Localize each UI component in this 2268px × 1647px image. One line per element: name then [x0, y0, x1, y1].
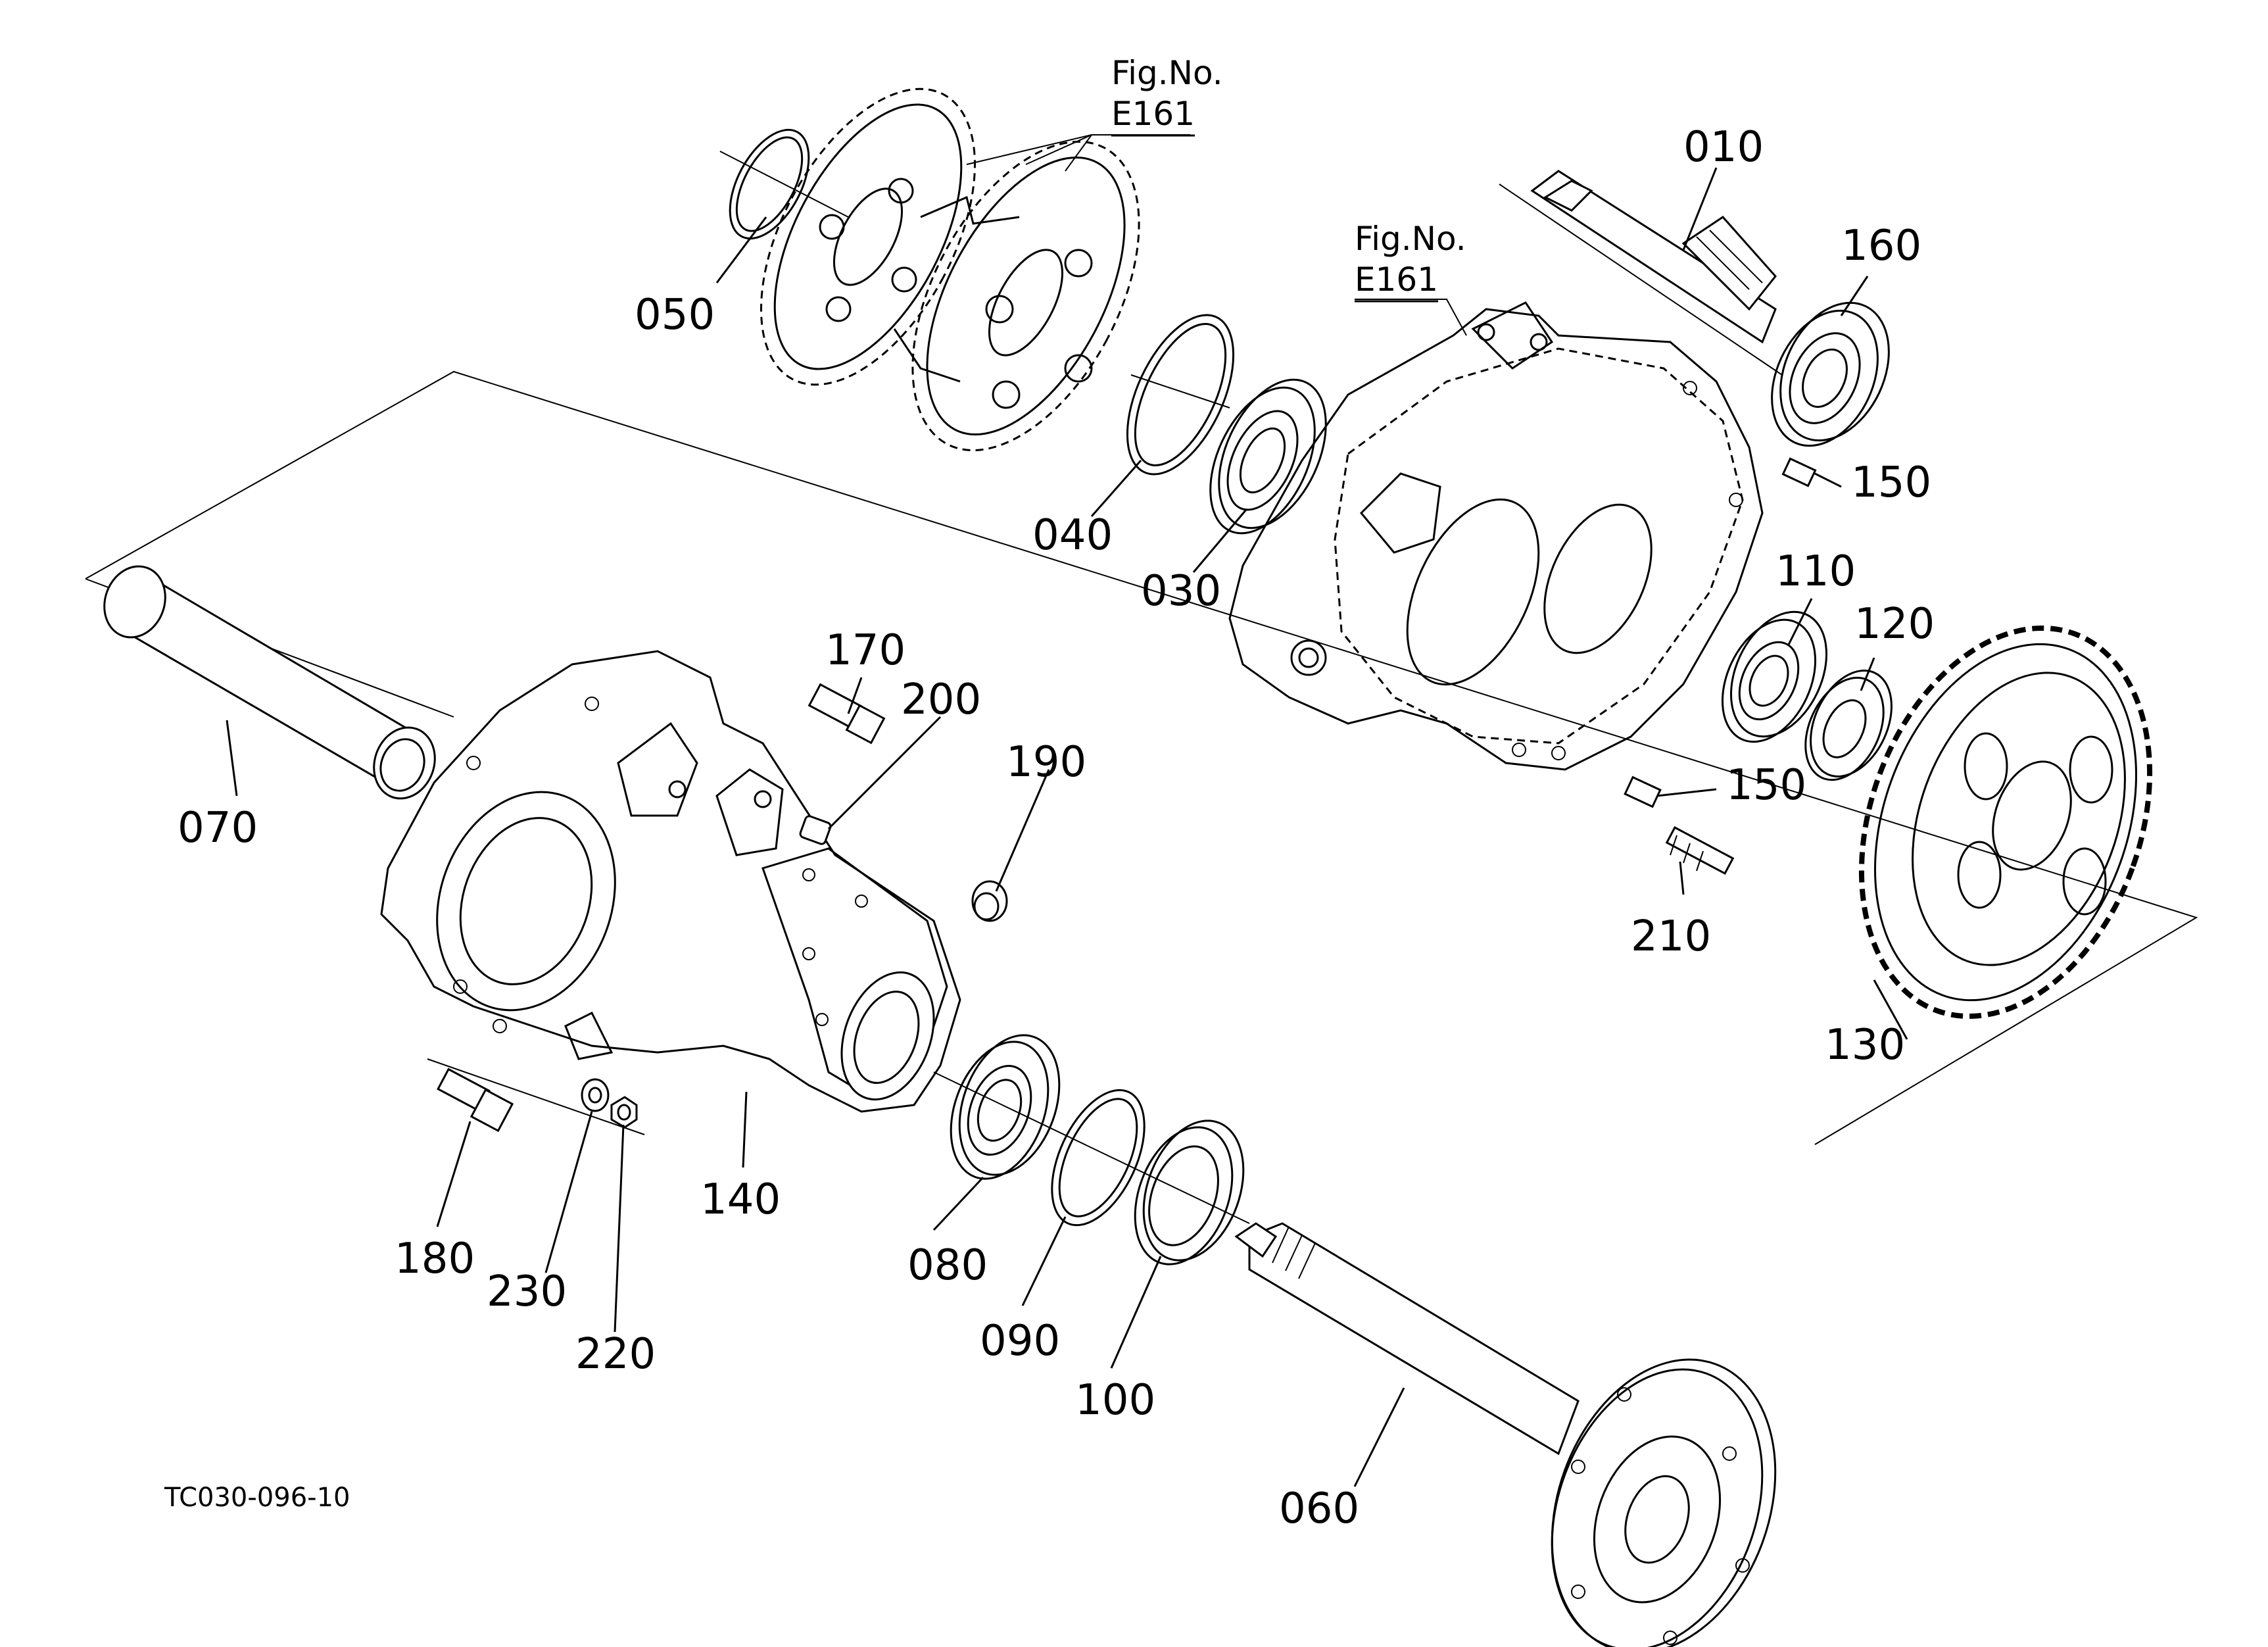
input-shaft-010 [1499, 170, 1783, 376]
part-label-180[interactable]: 180 [395, 1235, 475, 1283]
clutch-plate-rear [760, 87, 976, 386]
part-label-040[interactable]: 040 [1032, 511, 1113, 560]
part-label-150-upper[interactable]: 150 [1851, 458, 1931, 507]
dowel-pin-150-upper [1781, 457, 1817, 487]
fig-ref-2[interactable]: Fig.No. E161 [1355, 220, 1466, 303]
part-label-220[interactable]: 220 [575, 1330, 656, 1379]
part-label-120[interactable]: 120 [1854, 600, 1935, 649]
spur-gear-130 [1858, 625, 2153, 1020]
snap-ring-090 [1051, 1089, 1146, 1227]
ball-bearing-110 [1721, 610, 1828, 743]
snap-ring-040 [1126, 314, 1235, 476]
part-label-070[interactable]: 070 [178, 804, 258, 852]
fig-ref-leader-1 [1025, 134, 1190, 165]
part-label-170[interactable]: 170 [825, 626, 905, 675]
part-label-100[interactable]: 100 [1075, 1376, 1155, 1425]
fig-ref-2-line2: E161 [1355, 260, 1438, 299]
part-label-110[interactable]: 110 [1775, 547, 1856, 596]
nut-220 [610, 1096, 638, 1129]
bolt-170 [808, 683, 886, 745]
part-label-210[interactable]: 210 [1631, 912, 1711, 961]
oil-seal-100 [1134, 1119, 1245, 1266]
part-label-160[interactable]: 160 [1841, 222, 1921, 270]
ball-bearing-080 [950, 1034, 1061, 1180]
washer-230 [581, 1078, 610, 1112]
plug-190 [971, 880, 1008, 922]
fig-ref-1[interactable]: Fig.No. E161 [1111, 54, 1223, 137]
part-label-050[interactable]: 050 [635, 291, 715, 339]
axle-shaft-060 [1234, 1222, 1777, 1647]
part-label-200[interactable]: 200 [901, 676, 981, 724]
drawing-code: TC030-096-10 [164, 1483, 350, 1513]
snap-ring-050 [719, 128, 849, 240]
plug-200 [799, 815, 832, 845]
part-label-030[interactable]: 030 [1141, 567, 1221, 616]
pipe-070 [103, 565, 436, 800]
part-label-150-lower[interactable]: 150 [1726, 761, 1806, 810]
fig-ref-1-line2: E161 [1111, 95, 1195, 133]
label-leaders [226, 167, 1908, 1487]
transmission-housing-140 [380, 650, 961, 1113]
stud-bolt-210 [1665, 826, 1735, 875]
ball-bearing-160 [1771, 301, 1890, 447]
fig-ref-2-line1: Fig.No. [1355, 220, 1466, 258]
part-label-190[interactable]: 190 [1006, 738, 1086, 787]
part-label-010[interactable]: 010 [1683, 123, 1764, 172]
bolt-180 [437, 1068, 514, 1133]
part-label-060[interactable]: 060 [1279, 1485, 1359, 1533]
part-label-140[interactable]: 140 [700, 1175, 781, 1224]
fig-ref-1-line1: Fig.No. [1111, 54, 1223, 92]
clutch-plate-front [893, 140, 1140, 452]
part-label-080[interactable]: 080 [907, 1241, 988, 1290]
part-number-labels: 010 030 040 050 060 070 080 090 100 110 … [178, 123, 1935, 1533]
collar-120 [1804, 670, 1893, 781]
ball-bearing-030 [1209, 378, 1327, 535]
part-label-130[interactable]: 130 [1825, 1021, 1905, 1069]
transmission-case-cover [1228, 301, 1764, 771]
part-label-090[interactable]: 090 [980, 1317, 1060, 1365]
dowel-pin-150-lower [1624, 775, 1662, 808]
part-label-230[interactable]: 230 [487, 1267, 567, 1316]
fig-ref-leader-2 [1355, 299, 1467, 336]
